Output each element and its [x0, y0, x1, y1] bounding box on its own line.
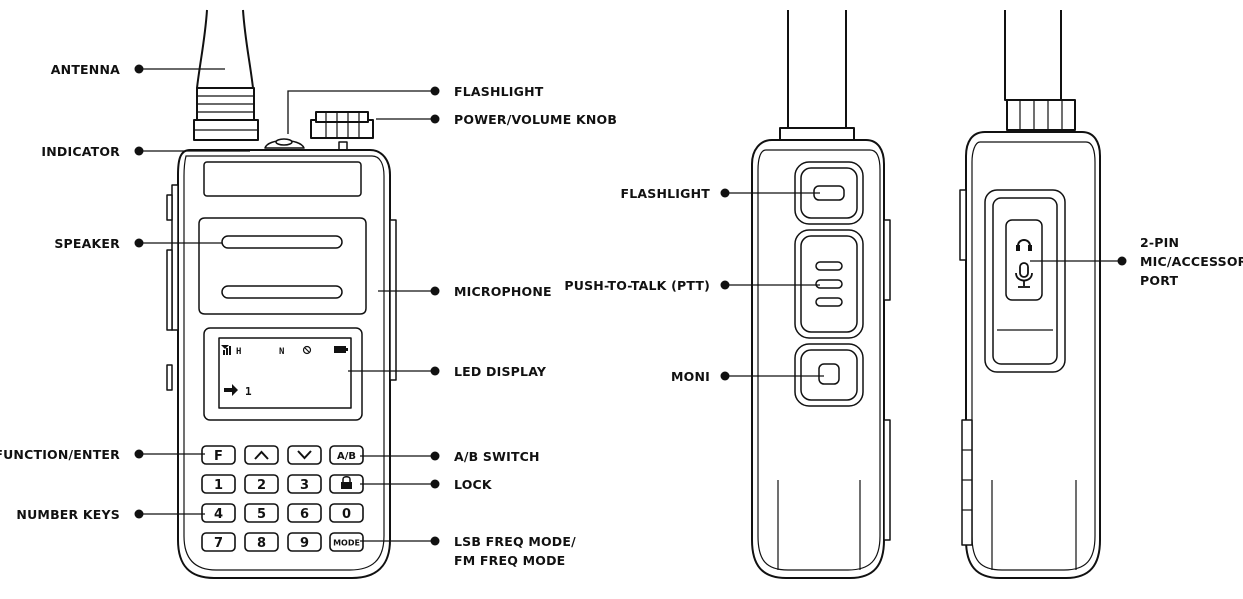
moni-label: MONI: [671, 369, 710, 384]
key-0[interactable]: 0: [329, 503, 364, 523]
arrow-right-icon: [224, 384, 238, 396]
chevron-up-icon: [254, 450, 269, 460]
side-view-left: [751, 10, 891, 579]
key-2[interactable]: 2: [244, 474, 279, 494]
moni-button[interactable]: [794, 343, 864, 407]
ptt-button[interactable]: [794, 229, 864, 339]
key-4[interactable]: 4: [201, 503, 236, 523]
key-2-label: 2: [257, 478, 266, 493]
key-3-label: 3: [300, 478, 309, 493]
function-key[interactable]: F: [201, 445, 236, 465]
front-view: H N 1 F: [166, 9, 397, 579]
number-keys-label: NUMBER KEYS: [16, 507, 120, 522]
key-1[interactable]: 1: [201, 474, 236, 494]
ab-switch-key[interactable]: A/B: [329, 445, 364, 465]
key-1-label: 1: [214, 478, 223, 493]
key-6[interactable]: 6: [287, 503, 322, 523]
lsb-mode-label-line1: LSB FREQ MODE/: [454, 534, 576, 549]
up-key[interactable]: [244, 445, 279, 465]
callouts: [134, 64, 1127, 546]
led-display-label: LED DISPLAY: [454, 364, 547, 379]
power-volume-knob[interactable]: [310, 111, 374, 153]
key-8-label: 8: [257, 536, 266, 551]
signal-bars-icon: [221, 345, 231, 355]
function-enter-label: FUNCTION/ENTER: [0, 447, 120, 462]
headset-icon: [1016, 239, 1032, 251]
port-label-line3: PORT: [1140, 273, 1178, 288]
flashlight-side-button[interactable]: [794, 161, 864, 225]
down-key[interactable]: [287, 445, 322, 465]
ab-switch-label: A/B SWITCH: [454, 449, 540, 464]
speaker-label: SPEAKER: [54, 236, 120, 251]
mode-key-label: MODE: [333, 539, 360, 548]
battery-icon: [334, 346, 348, 353]
lock-label: LOCK: [454, 477, 493, 492]
antenna-label: ANTENNA: [51, 62, 120, 77]
key-5[interactable]: 5: [244, 503, 279, 523]
lock-icon: [341, 476, 352, 489]
key-7[interactable]: 7: [201, 532, 236, 552]
lcd-narrow-flag: N: [279, 347, 284, 357]
key-8[interactable]: 8: [244, 532, 279, 552]
key-6-label: 6: [300, 507, 309, 522]
key-5-label: 5: [257, 507, 266, 522]
antenna: [193, 9, 259, 141]
key-9[interactable]: 9: [287, 532, 322, 552]
key-4-label: 4: [214, 507, 223, 522]
indicator-label: INDICATOR: [41, 144, 120, 159]
lsb-mode-label-line2: FM FREQ MODE: [454, 553, 565, 568]
mic-accessory-port[interactable]: [984, 189, 1066, 373]
port-label-line2: MIC/ACCESSORY: [1140, 254, 1243, 269]
chevron-down-icon: [297, 450, 312, 460]
key-0-label: 0: [342, 507, 351, 522]
power-volume-knob-label: POWER/VOLUME KNOB: [454, 112, 617, 127]
key-7-label: 7: [214, 536, 223, 551]
labels: ANTENNA INDICATOR SPEAKER FUNCTION/ENTER…: [0, 62, 1243, 568]
key-9-label: 9: [300, 536, 309, 551]
indicator-window: [203, 161, 362, 197]
mode-key[interactable]: MODE: [329, 532, 364, 552]
knob-side: [1006, 99, 1076, 131]
microphone-label: MICROPHONE: [454, 284, 552, 299]
key-3[interactable]: 3: [287, 474, 322, 494]
microphone-icon: [1015, 262, 1033, 288]
bluetooth-icon: [302, 345, 312, 355]
ab-key-label: A/B: [337, 451, 356, 462]
lcd-power-level: H: [236, 347, 241, 357]
lcd-channel: 1: [245, 385, 252, 398]
side-view-right: [959, 10, 1101, 579]
ptt-label: PUSH-TO-TALK (PTT): [564, 278, 710, 293]
antenna-right: [1004, 10, 1062, 101]
flashlight-side-label: FLASHLIGHT: [620, 186, 710, 201]
antenna-side: [787, 10, 847, 129]
led-display: H N 1: [203, 327, 363, 421]
port-label-line1: 2-PIN: [1140, 235, 1179, 250]
function-key-label: F: [214, 449, 223, 464]
keypad: F A/B 1 2: [201, 445, 364, 552]
lock-key[interactable]: [329, 474, 364, 494]
flashlight-front-label: FLASHLIGHT: [454, 84, 544, 99]
speaker-panel: [198, 217, 367, 315]
